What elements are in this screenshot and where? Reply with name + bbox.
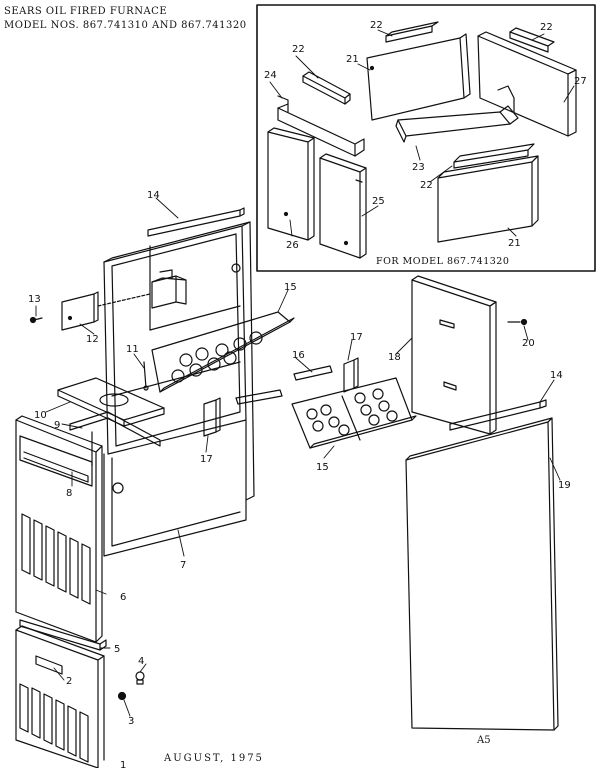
part-1-bottom-panel	[15, 625, 105, 768]
inset-part-26-bracket	[277, 95, 365, 157]
part-13-screw	[29, 316, 43, 324]
part-7-frame-assembly	[103, 221, 255, 557]
part-17-bracket-left	[203, 397, 221, 437]
callout-3: 3	[128, 716, 134, 727]
callout-16: 16	[292, 350, 305, 361]
inset-callout-22: 22	[420, 180, 433, 191]
footer-date: AUGUST, 1975	[164, 753, 264, 764]
callout-15: 15	[316, 462, 329, 473]
diagram-title: SEARS OIL FIRED FURNACE	[4, 6, 168, 17]
callout-14: 14	[147, 190, 160, 201]
callout-10: 10	[34, 410, 47, 421]
part-10-top-bracket	[57, 377, 165, 427]
part-6-front-panel	[15, 415, 103, 643]
callout-14: 14	[550, 370, 563, 381]
callout-12: 12	[86, 334, 99, 345]
callout-19: 19	[558, 480, 571, 491]
inset-callout-24: 25	[372, 196, 385, 207]
part-16-tube	[235, 365, 333, 405]
frame-control-box	[97, 269, 187, 309]
inset-callout-22: 22	[292, 44, 305, 55]
part-11-bolt	[143, 361, 149, 391]
callout-20: 20	[522, 338, 535, 349]
callout-17: 17	[350, 332, 363, 343]
inset-part-24-panel	[319, 153, 367, 259]
part-19-side-panel	[405, 417, 559, 731]
inset-part-23-tray	[395, 105, 519, 143]
callout-7: 7	[180, 560, 186, 571]
inset-callout-21: 21	[346, 54, 359, 65]
callout-15: 15	[284, 282, 297, 293]
inset-part-22-bracket-right	[509, 27, 555, 53]
inset-part-25-panel	[267, 127, 315, 241]
page-reference: A5	[477, 735, 491, 746]
callout-9: 9	[54, 420, 60, 431]
part-5-strip	[19, 619, 107, 651]
inset-callout-23: 23	[412, 162, 425, 173]
inset-part-21-panel-lower	[437, 155, 539, 243]
callout-4: 4	[138, 656, 144, 667]
part-4-knob	[135, 671, 145, 685]
inset-part-22-bracket-upper	[385, 21, 439, 43]
inset-part-27-panel	[477, 31, 577, 137]
inset-part-22-bracket-left	[302, 71, 351, 105]
callout-17: 17	[200, 454, 213, 465]
callout-8: 8	[66, 488, 72, 499]
callout-labels: 14 15 16 17 18 20 14 19 15 17 7 11 9 10 …	[28, 20, 587, 768]
inset-callout-27: 27	[574, 76, 587, 87]
callout-1: 1	[120, 760, 126, 768]
inset-part-22-bracket-lower	[453, 143, 535, 169]
inset-part-21-panel-upper	[366, 33, 471, 121]
part-18-back-panel	[411, 275, 497, 435]
part-20-screw	[507, 318, 528, 326]
callout-5: 5	[114, 644, 120, 655]
callout-2: 2	[66, 676, 72, 687]
inset-caption: FOR MODEL 867.741320	[376, 256, 510, 267]
part-17-bracket-right	[343, 357, 359, 393]
part-14-top-strip	[147, 207, 245, 237]
part-3-nut	[117, 691, 127, 701]
callout-leaders	[35, 29, 575, 717]
part-15-burner-panel-upper	[151, 311, 295, 393]
callout-13: 13	[28, 294, 41, 305]
inset-frame	[256, 4, 596, 272]
inset-callout-26: 24	[264, 70, 277, 81]
callout-6: 6	[120, 592, 126, 603]
model-numbers: MODEL NOS. 867.741310 AND 867.741320	[4, 20, 247, 31]
inset-callout-22: 22	[370, 20, 383, 31]
callout-18: 18	[388, 352, 401, 363]
part-14-right-strip	[449, 399, 547, 431]
part-15-burner-panel-lower	[291, 377, 417, 449]
inset-callout-21: 21	[508, 238, 521, 249]
inset-callout-25: 26	[286, 240, 299, 251]
callout-11: 11	[126, 344, 139, 355]
inset-callout-22: 22	[540, 22, 553, 33]
